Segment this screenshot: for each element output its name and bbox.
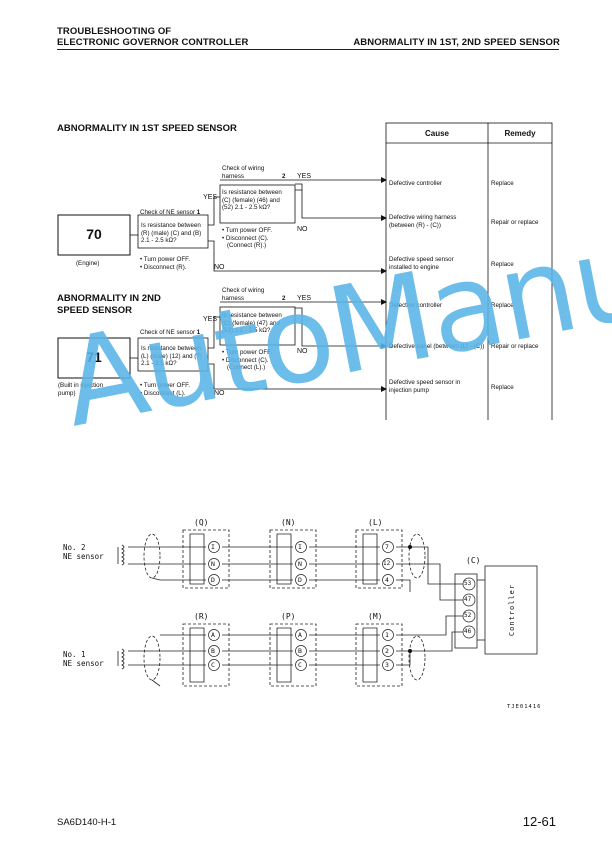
header-rule (57, 49, 559, 50)
pin-q-2: N (211, 560, 215, 568)
pin-r-1: A (211, 631, 215, 639)
s2-step2-notes: • Turn power OFF.• Disconnect (C).(Conne… (222, 349, 272, 372)
cause-row-5: Defective panel (between (L) - (C)) (389, 343, 485, 350)
remedy-row-4: Replace (491, 302, 514, 309)
pin-m-1: 1 (385, 631, 389, 639)
s1-step1-notes: • Turn power OFF.• Disconnect (R). (140, 256, 190, 271)
pin-p-1: A (298, 631, 302, 639)
cause-row-1: Defective controller (389, 180, 442, 187)
pin-q-1: I (211, 543, 215, 551)
pin-m-3: 3 (385, 661, 389, 669)
connector-q-label: (Q) (194, 518, 209, 527)
connector-c-label: (C) (466, 556, 481, 565)
wiring-diagram (117, 529, 538, 687)
connector-p-label: (P) (281, 612, 296, 621)
s1-step2-notes: • Turn power OFF.• Disconnect (C).(Conne… (222, 227, 272, 250)
s1-step2-no: NO (297, 226, 308, 233)
pin-n-3: D (298, 576, 302, 584)
pin-l-2: 12 (383, 560, 391, 567)
section1-title: ABNORMALITY IN 1ST SPEED SENSOR (57, 123, 237, 134)
pin-r-2: B (211, 647, 215, 655)
s2-step2-no: NO (297, 348, 308, 355)
connector-r-label: (R) (194, 612, 209, 621)
s2-step1-label: Check of NE sensor 1 (140, 329, 201, 336)
remedy-row-1: Replace (491, 180, 514, 187)
header-left-line1: TROUBLESHOOTING OF (57, 26, 172, 37)
pin-l-3: 4 (385, 576, 389, 584)
pin-p-2: B (298, 647, 302, 655)
remedy-row-5: Repair or replace (491, 343, 539, 350)
failure-code-71: 71 (86, 349, 102, 365)
header-left-line2: ELECTRONIC GOVERNOR CONTROLLER (57, 37, 249, 48)
flowchart-lines (57, 122, 553, 420)
s2-step2-question: Is resistance between(C) (female) (47) a… (222, 312, 282, 335)
remedy-row-2: Repair or replace (491, 219, 539, 226)
pin-m-2: 2 (385, 647, 389, 655)
pin-c-53: 53 (464, 580, 472, 587)
header-left: TROUBLESHOOTING OF ELECTRONIC GOVERNOR C… (57, 26, 248, 48)
code-70-caption: (Engine) (76, 260, 100, 267)
pin-c-46: 46 (464, 628, 472, 635)
connector-l-label: (L) (368, 518, 383, 527)
controller-label: Controller (508, 583, 516, 637)
diagram-ref: TJE01416 (507, 704, 542, 710)
s2-step1-no: NO (214, 390, 225, 397)
header-right: ABNORMALITY IN 1ST, 2ND SPEED SENSOR (353, 37, 560, 48)
remedy-row-6: Replace (491, 384, 514, 391)
s1-step1-label: Check of NE sensor 1 (140, 209, 201, 216)
cause-header: Cause (424, 129, 449, 138)
s2-step1-notes: • Turn power OFF.• Disconnect (L). (140, 382, 190, 397)
s2-step1-question: Is resistance between(L) (male) (12) and… (141, 345, 202, 368)
connector-n-label: (N) (281, 518, 296, 527)
section2-title: ABNORMALITY IN 2ND SPEED SENSOR (57, 293, 161, 317)
s1-step1-no: NO (214, 264, 225, 271)
footer-doc-id: SA6D140-H-1 (57, 817, 117, 828)
pin-n-2: N (298, 560, 302, 568)
s1-step1-yes: YES (203, 194, 218, 201)
pin-c-47: 47 (464, 596, 472, 603)
section2-title-line1: ABNORMALITY IN 2ND (57, 293, 161, 304)
pin-c-52: 52 (464, 612, 472, 619)
cause-row-2: Defective wiring harness(between (R) - (… (389, 214, 457, 229)
pin-n-1: I (298, 543, 302, 551)
s2-step2-yes: YES (297, 295, 312, 302)
pin-p-3: C (298, 661, 302, 669)
cause-table-frame (385, 122, 553, 420)
remedy-header: Remedy (504, 129, 536, 138)
pin-r-3: C (211, 661, 215, 669)
cause-row-4: Defective controller (389, 302, 442, 309)
remedy-row-3: Replace (491, 261, 514, 268)
page-number: 12-61 (522, 814, 556, 829)
s1-step2-yes: YES (297, 173, 312, 180)
s1-step1-question: Is resistance between(R) (male) (C) and … (141, 222, 202, 245)
section2-title-line2: SPEED SENSOR (57, 305, 132, 316)
pin-l-1: 7 (385, 543, 389, 551)
pin-q-3: D (211, 576, 215, 584)
s1-step2-question: Is resistance between(C) (female) (46) a… (222, 189, 282, 212)
failure-code-70: 70 (86, 226, 102, 242)
connector-m-label: (M) (368, 612, 383, 621)
s2-step1-yes: YES (203, 316, 218, 323)
